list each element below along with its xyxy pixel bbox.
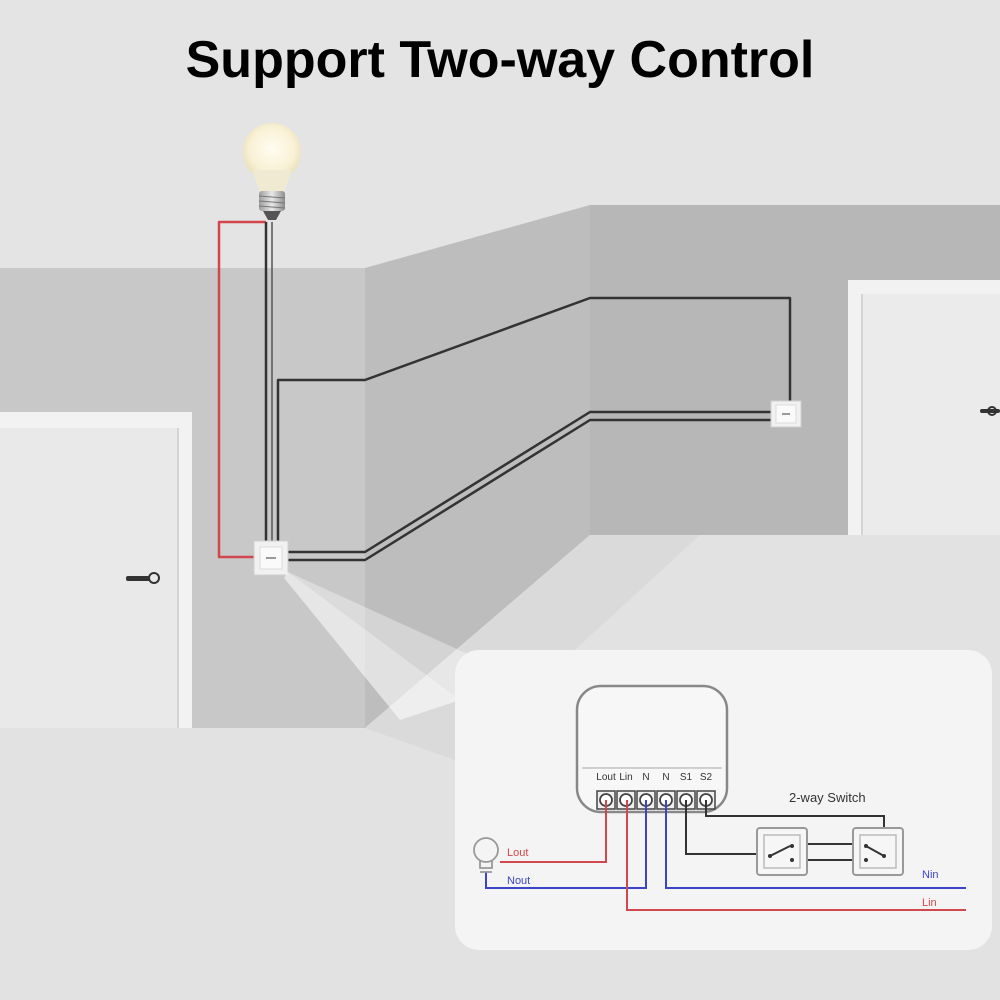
left-door bbox=[0, 412, 192, 728]
page-title: Support Two-way Control bbox=[185, 31, 815, 89]
light-bulb-outline-icon bbox=[473, 837, 499, 873]
two-way-switch-b bbox=[852, 827, 904, 876]
terminal-label: N bbox=[662, 772, 669, 783]
terminal-label: Lout bbox=[596, 772, 616, 783]
nin-label: Nin bbox=[922, 869, 939, 881]
terminal-screw bbox=[676, 790, 696, 810]
terminal-label: S1 bbox=[680, 772, 693, 783]
callout-cone-inner bbox=[288, 572, 470, 700]
terminal-label: S2 bbox=[700, 772, 713, 783]
callout-cone bbox=[284, 572, 460, 720]
lout-label: Lout bbox=[507, 847, 528, 859]
corridor-wall bbox=[365, 205, 590, 728]
terminal-label: Lin bbox=[619, 772, 632, 783]
two-way-switch-a bbox=[756, 827, 808, 876]
terminal-label: N bbox=[642, 772, 649, 783]
wall-switch-left bbox=[253, 540, 289, 576]
module-terminals bbox=[596, 790, 716, 810]
room-wires bbox=[217, 220, 792, 562]
nout-label: Nout bbox=[507, 875, 530, 887]
wall-switch-right bbox=[770, 400, 802, 428]
switch-label: 2-way Switch bbox=[789, 790, 866, 805]
right-door bbox=[848, 280, 1000, 535]
lin-label: Lin bbox=[922, 897, 937, 909]
light-bulb-icon bbox=[243, 123, 301, 220]
